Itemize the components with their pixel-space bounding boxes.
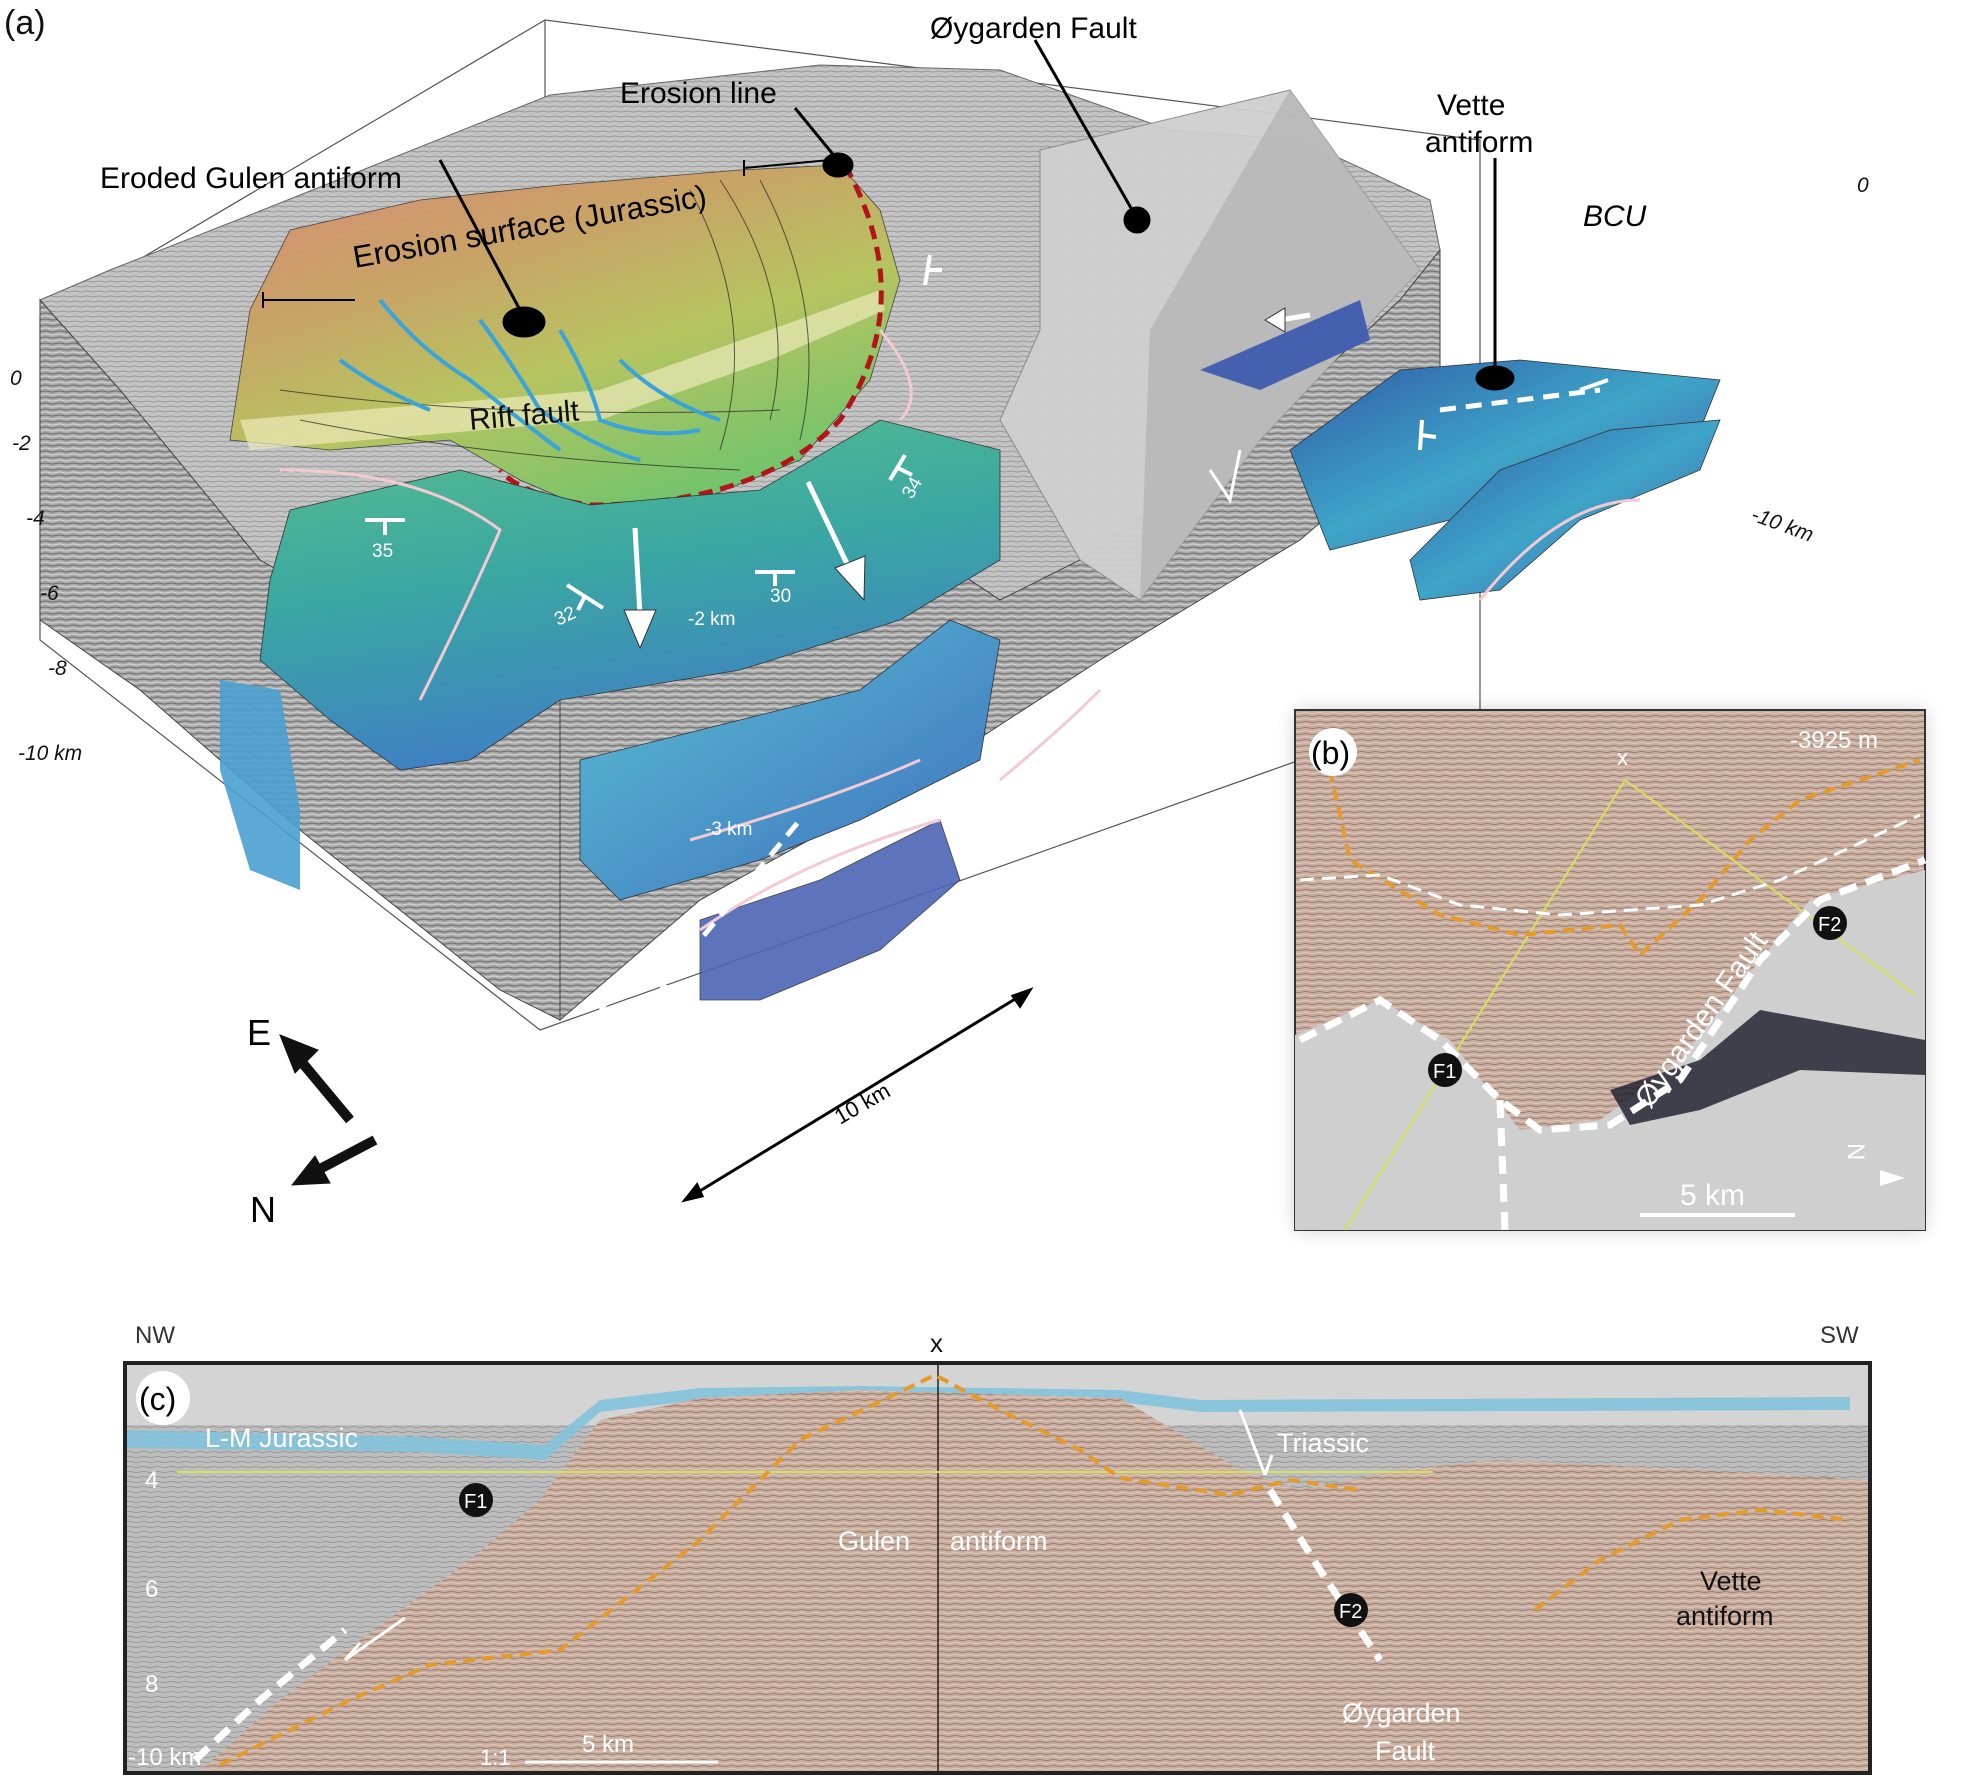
svg-text:-6: -6 [40, 582, 59, 605]
panel-c-fault-upper [1238, 1409, 1267, 1476]
panel-c-fault-f2 [1267, 1488, 1383, 1662]
dip-label-30: 30 [770, 586, 791, 607]
panel-c-orange-horizon [219, 1372, 1361, 1767]
svg-text:-2: -2 [12, 432, 31, 455]
label-vette-antiform: antiform [1425, 126, 1533, 159]
scale-label-10km: 10 km [830, 1078, 894, 1130]
contour-label-2km: -2 km [688, 609, 736, 630]
panel-b-fault-trace-2 [1496, 1099, 1509, 1231]
panel-b-basement [1295, 870, 1925, 1230]
fault-plane-blue-patch [1200, 300, 1370, 390]
panel-b-orange-horizon [1328, 758, 1921, 959]
panel-c-x-marker: x [930, 1328, 943, 1358]
deep-horizon-surface [699, 819, 961, 1001]
west-blue-patch [220, 680, 300, 890]
panel-b-scale-label: 5 km [1680, 1179, 1745, 1212]
svg-text:0: 0 [1857, 174, 1869, 197]
svg-text:-10 km: -10 km [128, 1744, 201, 1771]
panel-b-north-arrow [1880, 1170, 1905, 1186]
slip-markers [599, 449, 1301, 1012]
panel-c-label: (c) [139, 1381, 176, 1417]
panel-b-north: N [1842, 1143, 1869, 1160]
panel-b: (b) -3925 m x F1 F2 Øygarden Fault 5 km … [1294, 709, 1927, 1231]
svg-text:6: 6 [145, 1576, 158, 1603]
compass [279, 1034, 378, 1186]
panel-b-f1-badge [1428, 1053, 1462, 1087]
leader-lines [262, 39, 1515, 391]
panel-c-gulen: Gulen [838, 1526, 910, 1556]
panel-b-f2: F2 [1818, 914, 1841, 936]
depth-axis-left: 0 -2 -4 -6 -8 -10 km [10, 367, 82, 765]
depth-axis-right: 0 -10 km [1748, 174, 1869, 547]
label-eroded-gulen: Eroded Gulen antiform [100, 162, 402, 195]
panel-c-antiform: antiform [950, 1526, 1048, 1556]
section-lines [1344, 779, 1916, 1231]
panel-b-label-badge [1309, 728, 1357, 776]
panel-b-x-marker: x [1617, 745, 1628, 770]
panel-c-nw: NW [135, 1322, 175, 1349]
panel-a-label: (a) [4, 4, 46, 42]
dip-symbols [365, 254, 1609, 611]
compass-east: E [247, 1012, 271, 1053]
label-vette: Vette [1437, 89, 1505, 122]
svg-text:-8: -8 [48, 657, 67, 680]
panel-c-f2: F2 [1339, 1601, 1362, 1623]
contour-label-3km: -3 km [705, 819, 753, 840]
green-horizon-surface [259, 419, 1001, 771]
panel-c-vette: Vette [1700, 1566, 1762, 1596]
panel-c-vette-antiform: antiform [1676, 1601, 1774, 1631]
label-erosion-line: Erosion line [620, 77, 777, 110]
svg-text:-4: -4 [26, 507, 45, 530]
panel-c-ratio: 1:1 [480, 1745, 511, 1770]
fault-traces [558, 387, 1601, 1122]
panel-c-basement-pink [200, 1390, 1868, 1771]
panel-c: NW SW x (c) L-M Jurassic Triassic Gulen … [123, 1322, 1872, 1775]
panel-b-f1: F1 [1433, 1061, 1456, 1083]
panel-b-fault-trace [1298, 856, 1927, 1134]
panel-b-dark-band [1610, 1010, 1925, 1125]
panel-c-depth-axis: 4 6 8 -10 km [128, 1467, 201, 1771]
panel-c-jurassic-band [127, 1386, 1850, 1460]
panel-c-f1: F1 [464, 1491, 487, 1513]
pink-fold-traces [279, 329, 1641, 932]
label-oygarden-fault: Øygarden Fault [930, 12, 1137, 45]
compass-north: N [250, 1189, 276, 1230]
svg-text:-10 km: -10 km [18, 742, 82, 765]
panel-b-depth: -3925 m [1790, 727, 1878, 754]
panel-b-f2-badge [1813, 906, 1847, 940]
panel-c-f2-badge [1334, 1593, 1368, 1627]
plunge-arrows [623, 307, 1311, 650]
panel-c-slip-markers [343, 1454, 1274, 1662]
drainage-channels [338, 298, 721, 462]
erosion-contours [279, 179, 810, 471]
panel-c-lm-jurassic: L-M Jurassic [205, 1423, 358, 1453]
svg-text:-10 km: -10 km [1748, 503, 1816, 547]
svg-text:0: 0 [10, 367, 22, 390]
svg-text:8: 8 [145, 1671, 158, 1698]
panel-c-f1-badge [459, 1483, 493, 1517]
dip-label-35: 35 [372, 541, 393, 562]
panel-c-label-badge [136, 1371, 190, 1425]
panel-c-sw: SW [1820, 1322, 1859, 1349]
svg-text:4: 4 [145, 1467, 158, 1494]
panel-a: (a) [4, 4, 1869, 1230]
panel-c-triassic: Triassic [1277, 1428, 1369, 1458]
rift-fault-band [240, 290, 885, 450]
panel-c-oygarden: Øygarden [1342, 1698, 1461, 1728]
panel-b-white-horizon [1299, 813, 1921, 917]
panel-b-label: (b) [1311, 735, 1350, 771]
panel-c-orange-vette [1533, 1507, 1851, 1612]
vette-antiform-lower [1409, 419, 1721, 601]
panel-c-fault: Fault [1375, 1736, 1436, 1766]
label-bcu: BCU [1583, 200, 1647, 233]
blue-horizon-surface [579, 619, 1001, 901]
panel-c-scale-label: 5 km [582, 1731, 634, 1758]
scale-bar-10km [681, 987, 1034, 1203]
panel-c-fault-f1 [192, 1627, 348, 1763]
